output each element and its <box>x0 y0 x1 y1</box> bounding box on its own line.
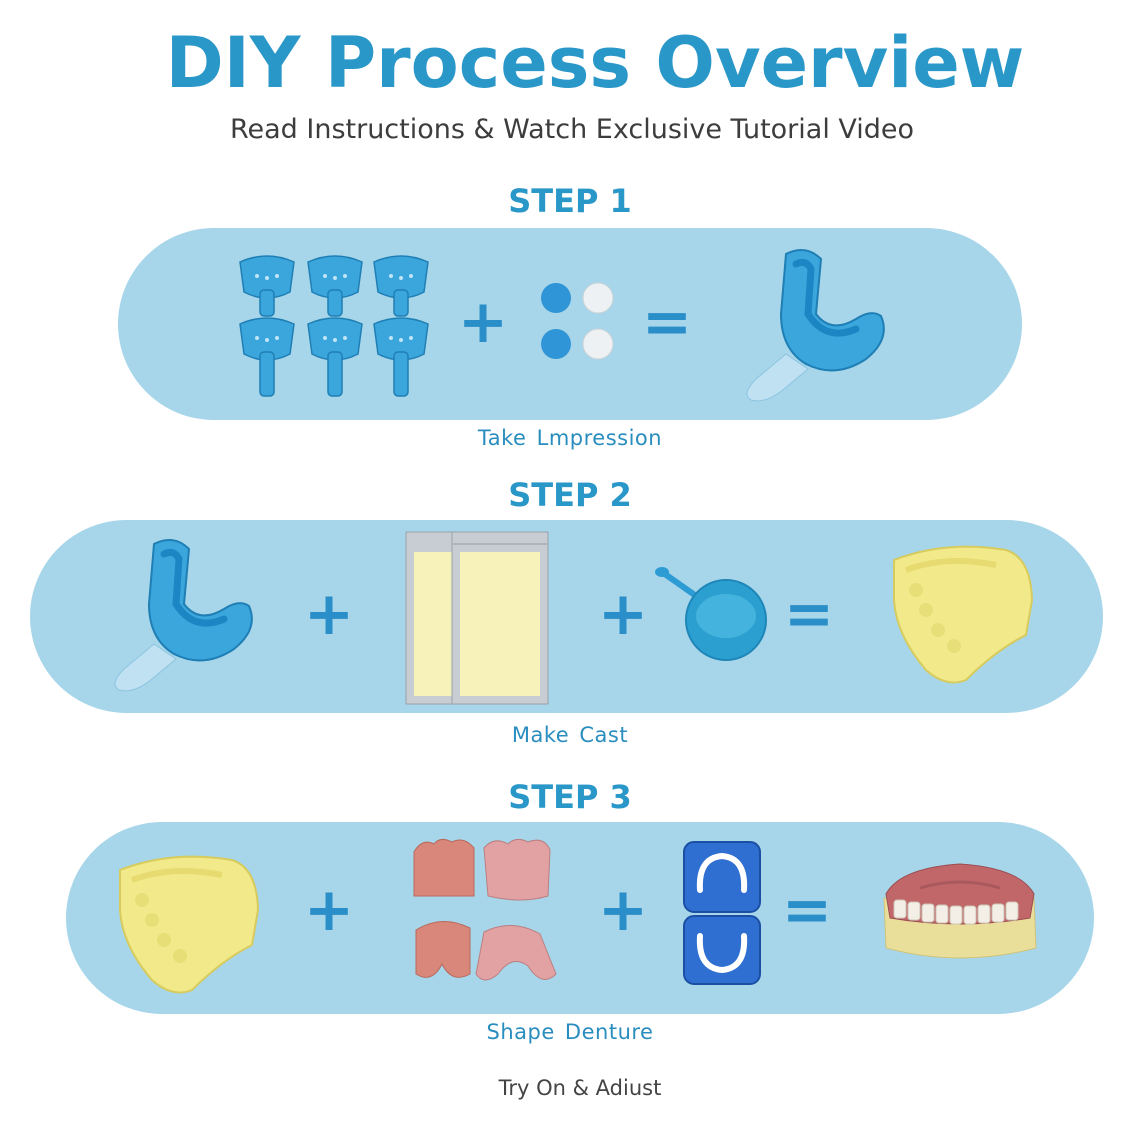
footer-note: Try On & Adiust <box>498 1076 662 1100</box>
mixing-bowl-illustration <box>655 567 767 661</box>
page-subtitle: Read Instructions & Watch Exclusive Tuto… <box>229 114 915 145</box>
step-2-heading: STEP 2 <box>508 476 632 514</box>
plus-operator: + <box>303 579 355 649</box>
step-1-heading: STEP 1 <box>508 182 632 220</box>
equals-operator: = <box>641 287 693 357</box>
filled-impression-tray-illustration <box>746 249 885 402</box>
step-2-caption: Make Cast <box>511 723 629 747</box>
denture-case-illustration <box>683 841 761 985</box>
impression-trays-illustration <box>239 255 429 397</box>
plus-operator: + <box>457 287 509 357</box>
plus-operator: + <box>303 875 355 945</box>
step-1-caption: Take Lmpression <box>477 426 663 450</box>
step-3-heading: STEP 3 <box>508 778 632 816</box>
plaster-cast-illustration <box>119 855 260 994</box>
plus-operator: + <box>597 579 649 649</box>
equals-operator: = <box>781 875 833 945</box>
step-3-caption: Shape Denture <box>486 1020 654 1044</box>
impression-putty-illustration <box>541 282 614 360</box>
page-title: DIY Process Overview <box>165 22 1025 104</box>
plus-operator: + <box>597 875 649 945</box>
equals-operator: = <box>783 579 835 649</box>
denture-wax-sheets-illustration <box>413 838 557 981</box>
plaster-cast-illustration <box>893 545 1034 684</box>
plaster-powder-bags-illustration <box>405 531 549 705</box>
finished-denture-illustration <box>883 863 1037 959</box>
filled-impression-tray-illustration <box>114 539 253 692</box>
